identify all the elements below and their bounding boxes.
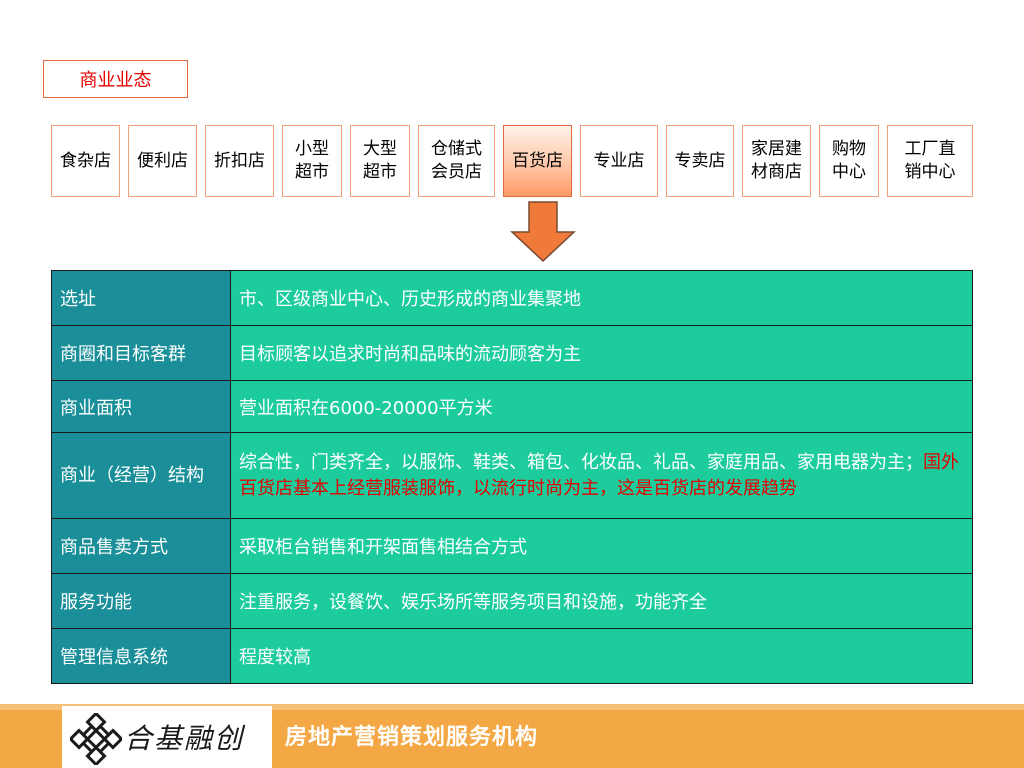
category-convenience[interactable]: 便利店 — [128, 125, 197, 197]
table-row: 商圈和目标客群 目标顾客以追求时尚和品味的流动顾客为主 — [51, 325, 973, 381]
table-row: 服务功能 注重服务，设餐饮、娱乐场所等服务项目和设施，功能齐全 — [51, 573, 973, 629]
row-value-management-system: 程度较高 — [230, 628, 973, 684]
page-title: 商业业态 — [43, 60, 188, 98]
row-label-sales-method: 商品售卖方式 — [51, 518, 231, 574]
structure-text: 综合性，门类齐全，以服饰、鞋类、箱包、化妆品、礼品、家庭用品、家用电器为主； — [239, 451, 923, 473]
category-warehouse-club[interactable]: 仓储式 会员店 — [418, 125, 495, 197]
logo-text: 合基融创 — [124, 722, 245, 755]
category-small-supermarket[interactable]: 小型 超市 — [282, 125, 342, 197]
category-home-building[interactable]: 家居建 材商店 — [742, 125, 811, 197]
table-row: 选址 市、区级商业中心、历史形成的商业集聚地 — [51, 270, 973, 326]
info-table: 选址 市、区级商业中心、历史形成的商业集聚地 商圈和目标客群 目标顾客以追求时尚… — [51, 270, 973, 684]
row-value-location: 市、区级商业中心、历史形成的商业集聚地 — [230, 270, 973, 326]
category-grocery[interactable]: 食杂店 — [51, 125, 120, 197]
category-factory-outlet[interactable]: 工厂直 销中心 — [887, 125, 973, 197]
row-label-service-function: 服务功能 — [51, 573, 231, 629]
category-brand-store[interactable]: 专卖店 — [666, 125, 734, 197]
table-row: 商业（经营）结构 综合性，门类齐全，以服饰、鞋类、箱包、化妆品、礼品、家庭用品、… — [51, 432, 973, 519]
row-value-business-area: 营业面积在6000-20000平方米 — [230, 380, 973, 433]
structure-highlight-text: 国外百货店基本上经营服装服饰，以流行时尚为主，这是百货店的发展趋势 — [239, 451, 959, 499]
row-label-location: 选址 — [51, 270, 231, 326]
row-label-management-system: 管理信息系统 — [51, 628, 231, 684]
footer-tagline: 房地产营销策划服务机构 — [285, 725, 539, 750]
category-specialty-store[interactable]: 专业店 — [580, 125, 658, 197]
category-discount[interactable]: 折扣店 — [205, 125, 274, 197]
table-row: 商品售卖方式 采取柜台销售和开架面售相结合方式 — [51, 518, 973, 574]
row-value-sales-method: 采取柜台销售和开架面售相结合方式 — [230, 518, 973, 574]
category-department-store[interactable]: 百货店 — [503, 125, 572, 197]
row-value-target-customers: 目标顾客以追求时尚和品味的流动顾客为主 — [230, 325, 973, 381]
row-label-target-customers: 商圈和目标客群 — [51, 325, 231, 381]
row-label-business-area: 商业面积 — [51, 380, 231, 433]
footer-stripe — [0, 704, 1024, 710]
table-row: 管理信息系统 程度较高 — [51, 628, 973, 684]
down-arrow-icon — [510, 201, 576, 263]
category-large-supermarket[interactable]: 大型 超市 — [350, 125, 410, 197]
category-shopping-center[interactable]: 购物 中心 — [819, 125, 879, 197]
row-value-business-structure: 综合性，门类齐全，以服饰、鞋类、箱包、化妆品、礼品、家庭用品、家用电器为主；国外… — [230, 432, 973, 519]
table-row: 商业面积 营业面积在6000-20000平方米 — [51, 380, 973, 433]
knot-logo-icon — [70, 713, 122, 765]
row-label-business-structure: 商业（经营）结构 — [51, 432, 231, 519]
row-value-service-function: 注重服务，设餐饮、娱乐场所等服务项目和设施，功能齐全 — [230, 573, 973, 629]
